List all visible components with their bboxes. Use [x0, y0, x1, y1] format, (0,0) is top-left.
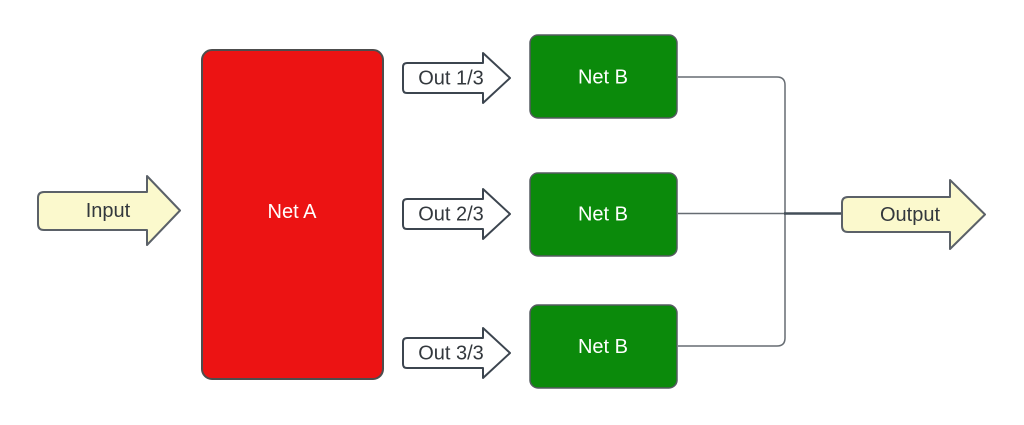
out-arrow-2-label: Out 2/3: [418, 204, 484, 226]
out-arrow-1: [402, 52, 511, 104]
net-b-node-1: [529, 34, 678, 119]
out-arrow-1-label: Out 1/3: [418, 68, 484, 90]
output-arrow-label: Output: [880, 204, 940, 226]
net-b-label-1: Net B: [578, 67, 628, 89]
out-arrow-3-label: Out 3/3: [418, 343, 484, 365]
input-arrow: [37, 175, 181, 246]
output-arrow: [841, 179, 986, 250]
net-b-label-3: Net B: [578, 336, 628, 358]
net-b-label-2: Net B: [578, 204, 628, 226]
out-arrow-2: [402, 188, 511, 240]
net-b-node-2: [529, 172, 678, 257]
input-arrow-label: Input: [86, 200, 131, 222]
net-a-label: Net A: [268, 201, 318, 223]
out-arrow-3: [402, 327, 511, 379]
net-b-node-3: [529, 304, 678, 389]
net-a-node: [201, 49, 384, 380]
connector-bus-line: [678, 76, 786, 347]
